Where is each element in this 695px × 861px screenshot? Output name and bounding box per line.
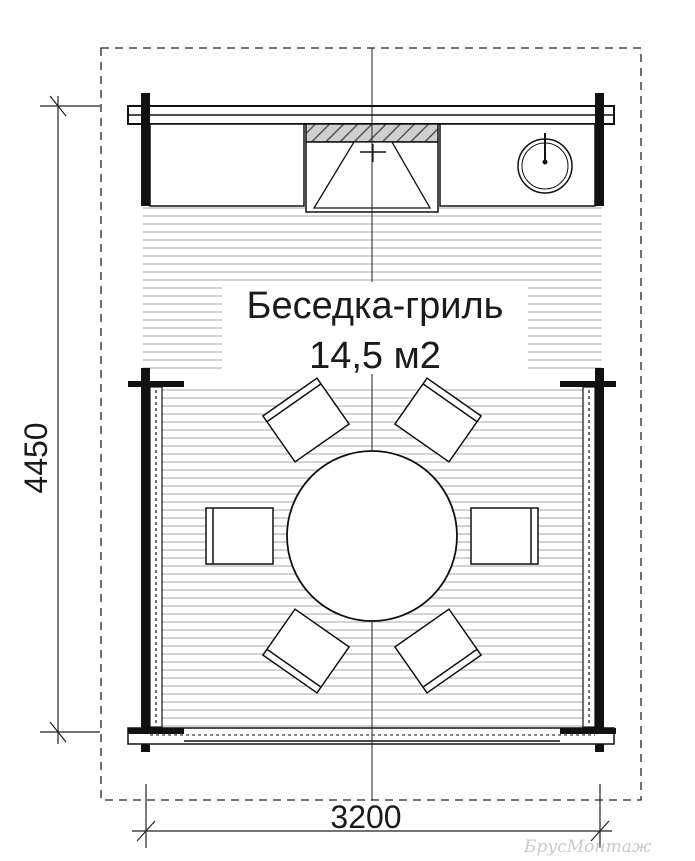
depth-dimension-line bbox=[40, 95, 100, 744]
outer-dashed-boundary bbox=[100, 47, 642, 801]
chair-bottom-left bbox=[261, 608, 351, 694]
left-counter bbox=[149, 123, 305, 207]
sink-icon bbox=[517, 133, 573, 194]
top-wall bbox=[127, 93, 615, 137]
watermark: БрусМонтаж bbox=[523, 837, 652, 857]
dining-walls bbox=[128, 368, 616, 752]
side-railings bbox=[149, 386, 596, 728]
kitchen-side-walls bbox=[141, 124, 604, 206]
chair-top-right bbox=[393, 377, 483, 463]
chair-left bbox=[205, 507, 274, 565]
chair-bottom-right bbox=[393, 608, 483, 694]
chair-right bbox=[470, 507, 539, 565]
room-area: 14,5 м2 bbox=[309, 335, 441, 377]
chair-top-left bbox=[261, 377, 351, 463]
width-dimension: 3200 bbox=[330, 799, 401, 835]
room-name: Беседка-гриль bbox=[247, 285, 504, 327]
width-dimension-line bbox=[132, 784, 612, 848]
depth-dimension: 4450 bbox=[18, 422, 54, 493]
chairs bbox=[205, 377, 539, 694]
label-background bbox=[222, 282, 528, 374]
round-table bbox=[286, 450, 458, 622]
